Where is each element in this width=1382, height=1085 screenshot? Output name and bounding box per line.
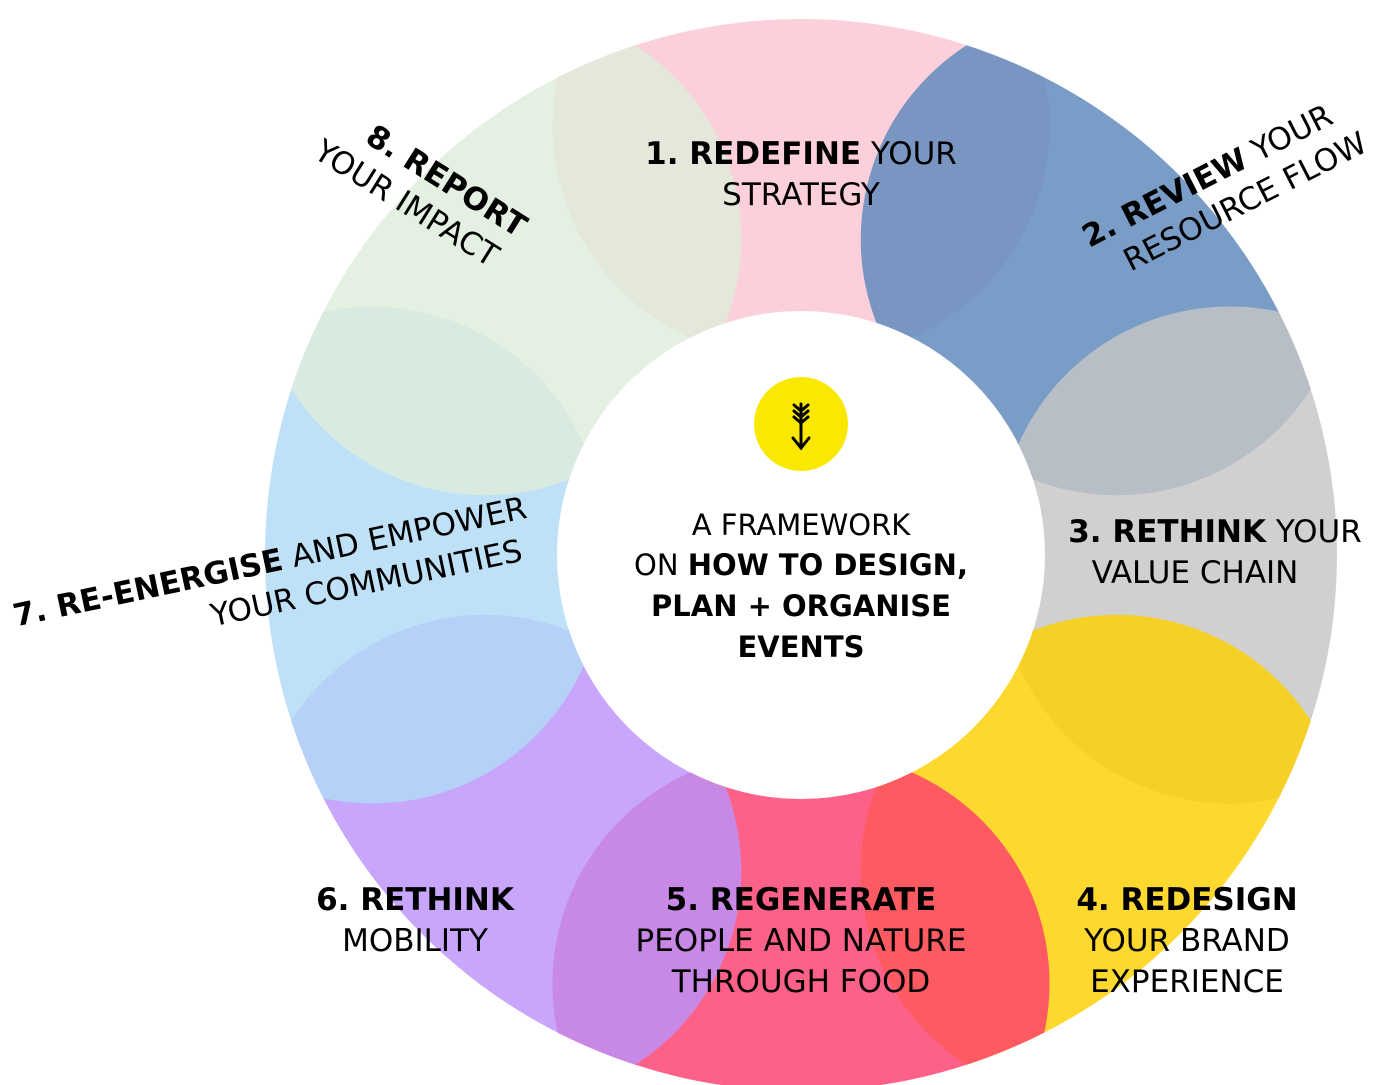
svg-text:3. RETHINK YOUR: 3. RETHINK YOUR <box>1068 514 1362 550</box>
svg-text:STRATEGY: STRATEGY <box>722 177 880 213</box>
svg-text:EXPERIENCE: EXPERIENCE <box>1090 964 1284 1000</box>
center-icon-group <box>754 377 848 471</box>
svg-text:MOBILITY: MOBILITY <box>342 923 488 959</box>
svg-text:1. REDEFINE YOUR: 1. REDEFINE YOUR <box>645 136 957 172</box>
center-line-1: A FRAMEWORK <box>692 508 912 542</box>
segment-label-rethink-mobility: 6. RETHINK MOBILITY <box>316 882 515 959</box>
svg-text:PEOPLE AND NATURE: PEOPLE AND NATURE <box>636 923 967 959</box>
center-line-4: EVENTS <box>737 630 864 664</box>
segment-label-redesign: 4. REDESIGN YOUR BRAND EXPERIENCE <box>1076 882 1297 1000</box>
center-line-2: ON HOW TO DESIGN, <box>634 548 968 582</box>
center-text: A FRAMEWORK ON HOW TO DESIGN, PLAN + ORG… <box>634 508 968 664</box>
segment-report <box>291 45 742 496</box>
svg-text:6. RETHINK: 6. RETHINK <box>316 882 515 918</box>
wheel-segments <box>264 18 1338 1085</box>
arrow-down-icon <box>791 402 811 451</box>
svg-text:5. REGENERATE: 5. REGENERATE <box>666 882 937 918</box>
segment-label-rethink-value-chain: 3. RETHINK YOUR VALUE CHAIN <box>1068 514 1362 591</box>
svg-text:VALUE CHAIN: VALUE CHAIN <box>1092 555 1299 591</box>
center-line-3: PLAN + ORGANISE <box>651 589 951 623</box>
svg-text:YOUR BRAND: YOUR BRAND <box>1083 923 1290 959</box>
svg-text:4. REDESIGN: 4. REDESIGN <box>1076 882 1297 918</box>
svg-text:THROUGH FOOD: THROUGH FOOD <box>671 964 931 1000</box>
segment-label-regenerate: 5. REGENERATE PEOPLE AND NATURE THROUGH … <box>636 882 967 1000</box>
segment-label-redefine: 1. REDEFINE YOUR STRATEGY <box>645 136 957 213</box>
